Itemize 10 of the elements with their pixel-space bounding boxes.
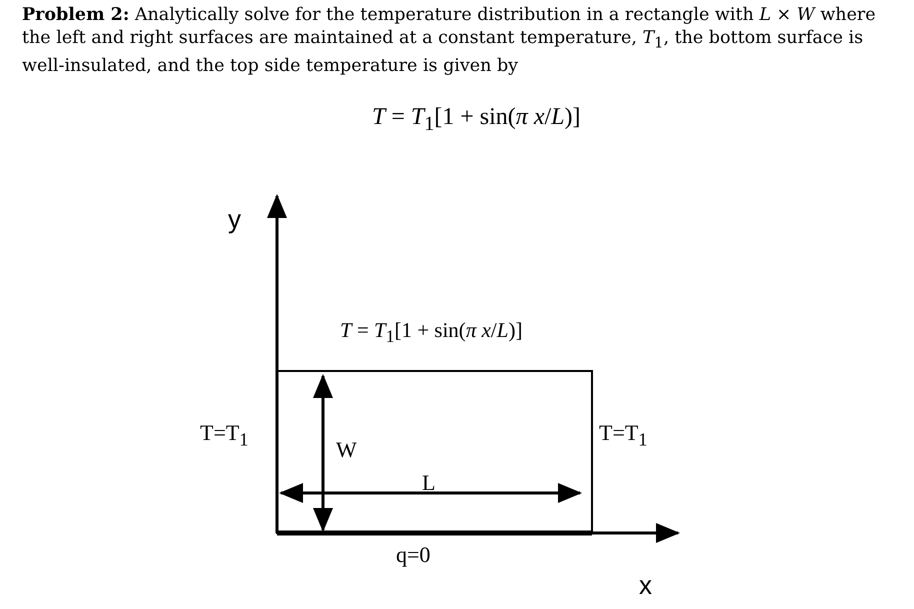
axis-label: x bbox=[639, 570, 652, 601]
dimension-label: W bbox=[336, 437, 357, 463]
formula: T = T$_{1}$[1 + sin(π x/L)] bbox=[372, 104, 580, 136]
boundary-label: q=0 bbox=[396, 542, 430, 568]
boundary-label: T=T$_{1}$ bbox=[200, 420, 248, 450]
formula: T = T$_{1}$[1 + sin(π x/L)] bbox=[340, 318, 522, 348]
axis-label: y bbox=[228, 204, 241, 235]
boundary-label: T=T$_{1}$ bbox=[599, 420, 648, 450]
dimension-label: L bbox=[422, 470, 436, 496]
problem-statement: Problem 2: Analytically solve for the temperature distribution in a rectangle with L × W where the left and right surfaces are maintained at a constant temperature, T$_{1}$, the bottom surface is well-insulated, and the top side temperature is given by bbox=[22, 4, 877, 78]
